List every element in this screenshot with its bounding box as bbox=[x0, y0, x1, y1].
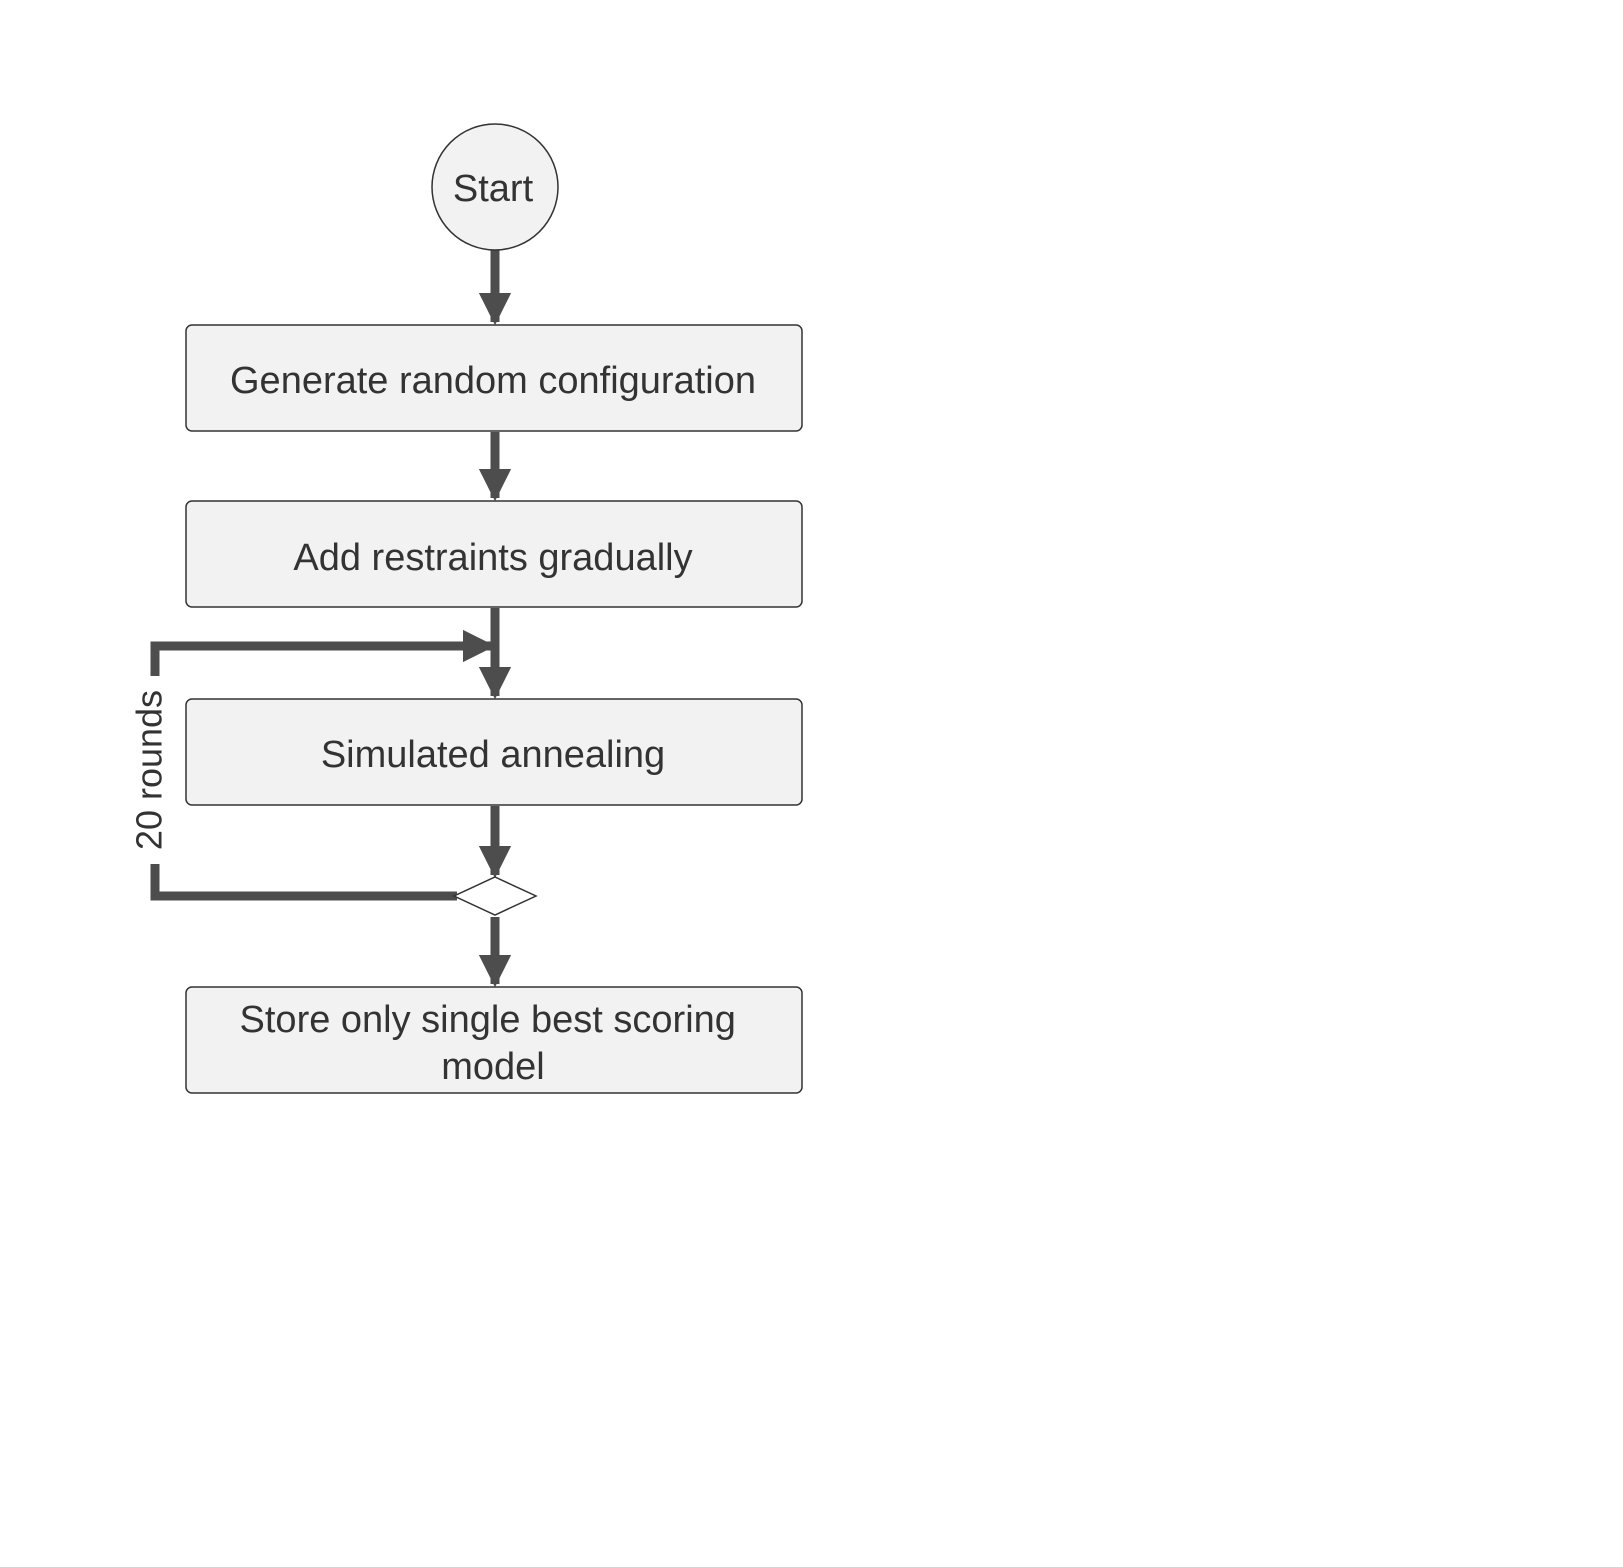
generate-configuration-node: Generate random configuration bbox=[185, 324, 803, 432]
start-node: Start bbox=[431, 123, 559, 251]
store-best-model-label-line-1: Store only single best scoring bbox=[240, 999, 736, 1041]
store-best-model-node: Store only single best scoring model bbox=[185, 986, 803, 1094]
add-restraints-label: Add restraints gradually bbox=[293, 537, 692, 579]
generate-configuration-label: Generate random configuration bbox=[230, 360, 756, 402]
loop-label-group: 20 rounds bbox=[129, 676, 174, 864]
store-best-model-label: Store only single best scoring model bbox=[240, 999, 747, 1088]
simulated-annealing-label: Simulated annealing bbox=[321, 734, 665, 776]
simulated-annealing-node: Simulated annealing bbox=[185, 698, 803, 806]
loop-rounds-label: 20 rounds bbox=[129, 690, 170, 850]
loop-decision-diamond bbox=[452, 876, 538, 916]
start-label: Start bbox=[453, 168, 534, 210]
store-best-model-label-line-2: model bbox=[441, 1046, 545, 1088]
add-restraints-node: Add restraints gradually bbox=[185, 500, 803, 608]
